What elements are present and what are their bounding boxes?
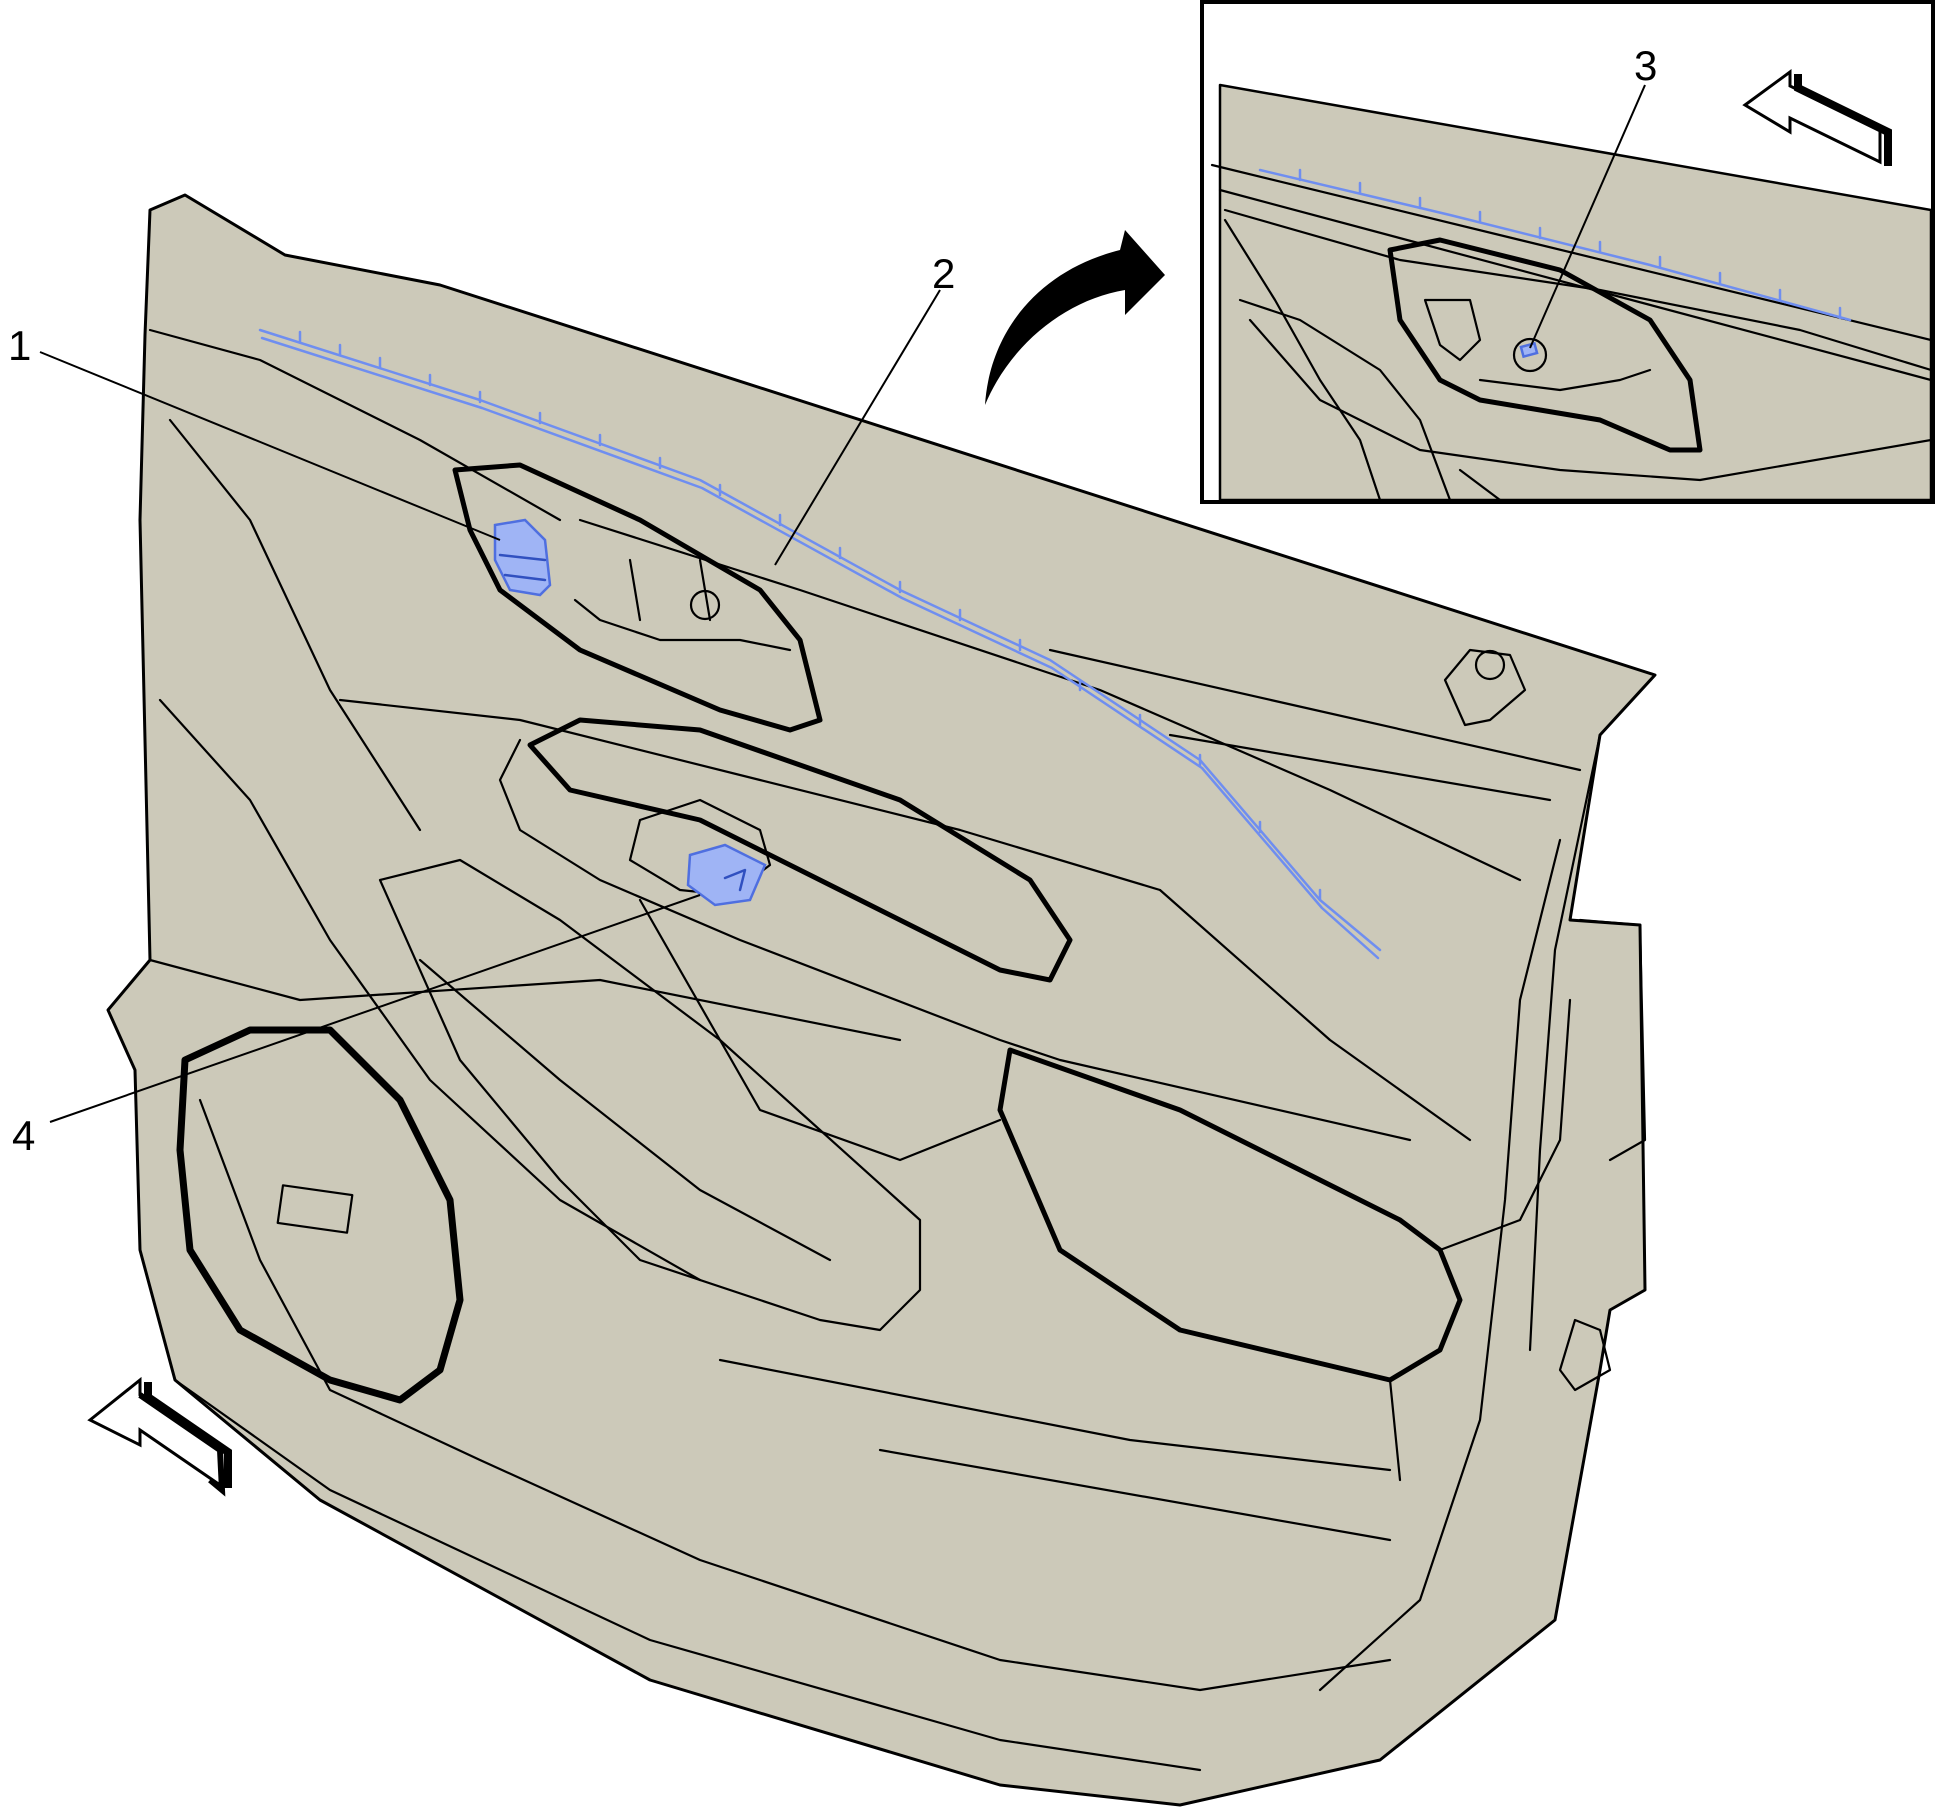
callout-2: 2: [932, 250, 955, 297]
forward-direction-arrow-icon: [87, 1376, 232, 1497]
inset-reference-arrow-icon: [985, 230, 1165, 405]
highlighted-components: [258, 328, 1382, 960]
leader-lines: [39, 84, 1646, 1123]
callout-1: 1: [8, 322, 31, 369]
inset-detail-view: [1200, 0, 1935, 504]
forward-direction-arrow-icon-inset: [1742, 69, 1892, 166]
window-switch-part-4: [686, 843, 767, 907]
door-trim-panel: [106, 193, 1657, 1807]
callout-labels: 1 2 3 4: [8, 42, 1657, 1159]
belt-line-strip-part-2: [258, 328, 1382, 952]
callout-3: 3: [1634, 42, 1657, 89]
trim-clip-part-3: [1519, 341, 1539, 359]
callout-4: 4: [12, 1112, 35, 1159]
